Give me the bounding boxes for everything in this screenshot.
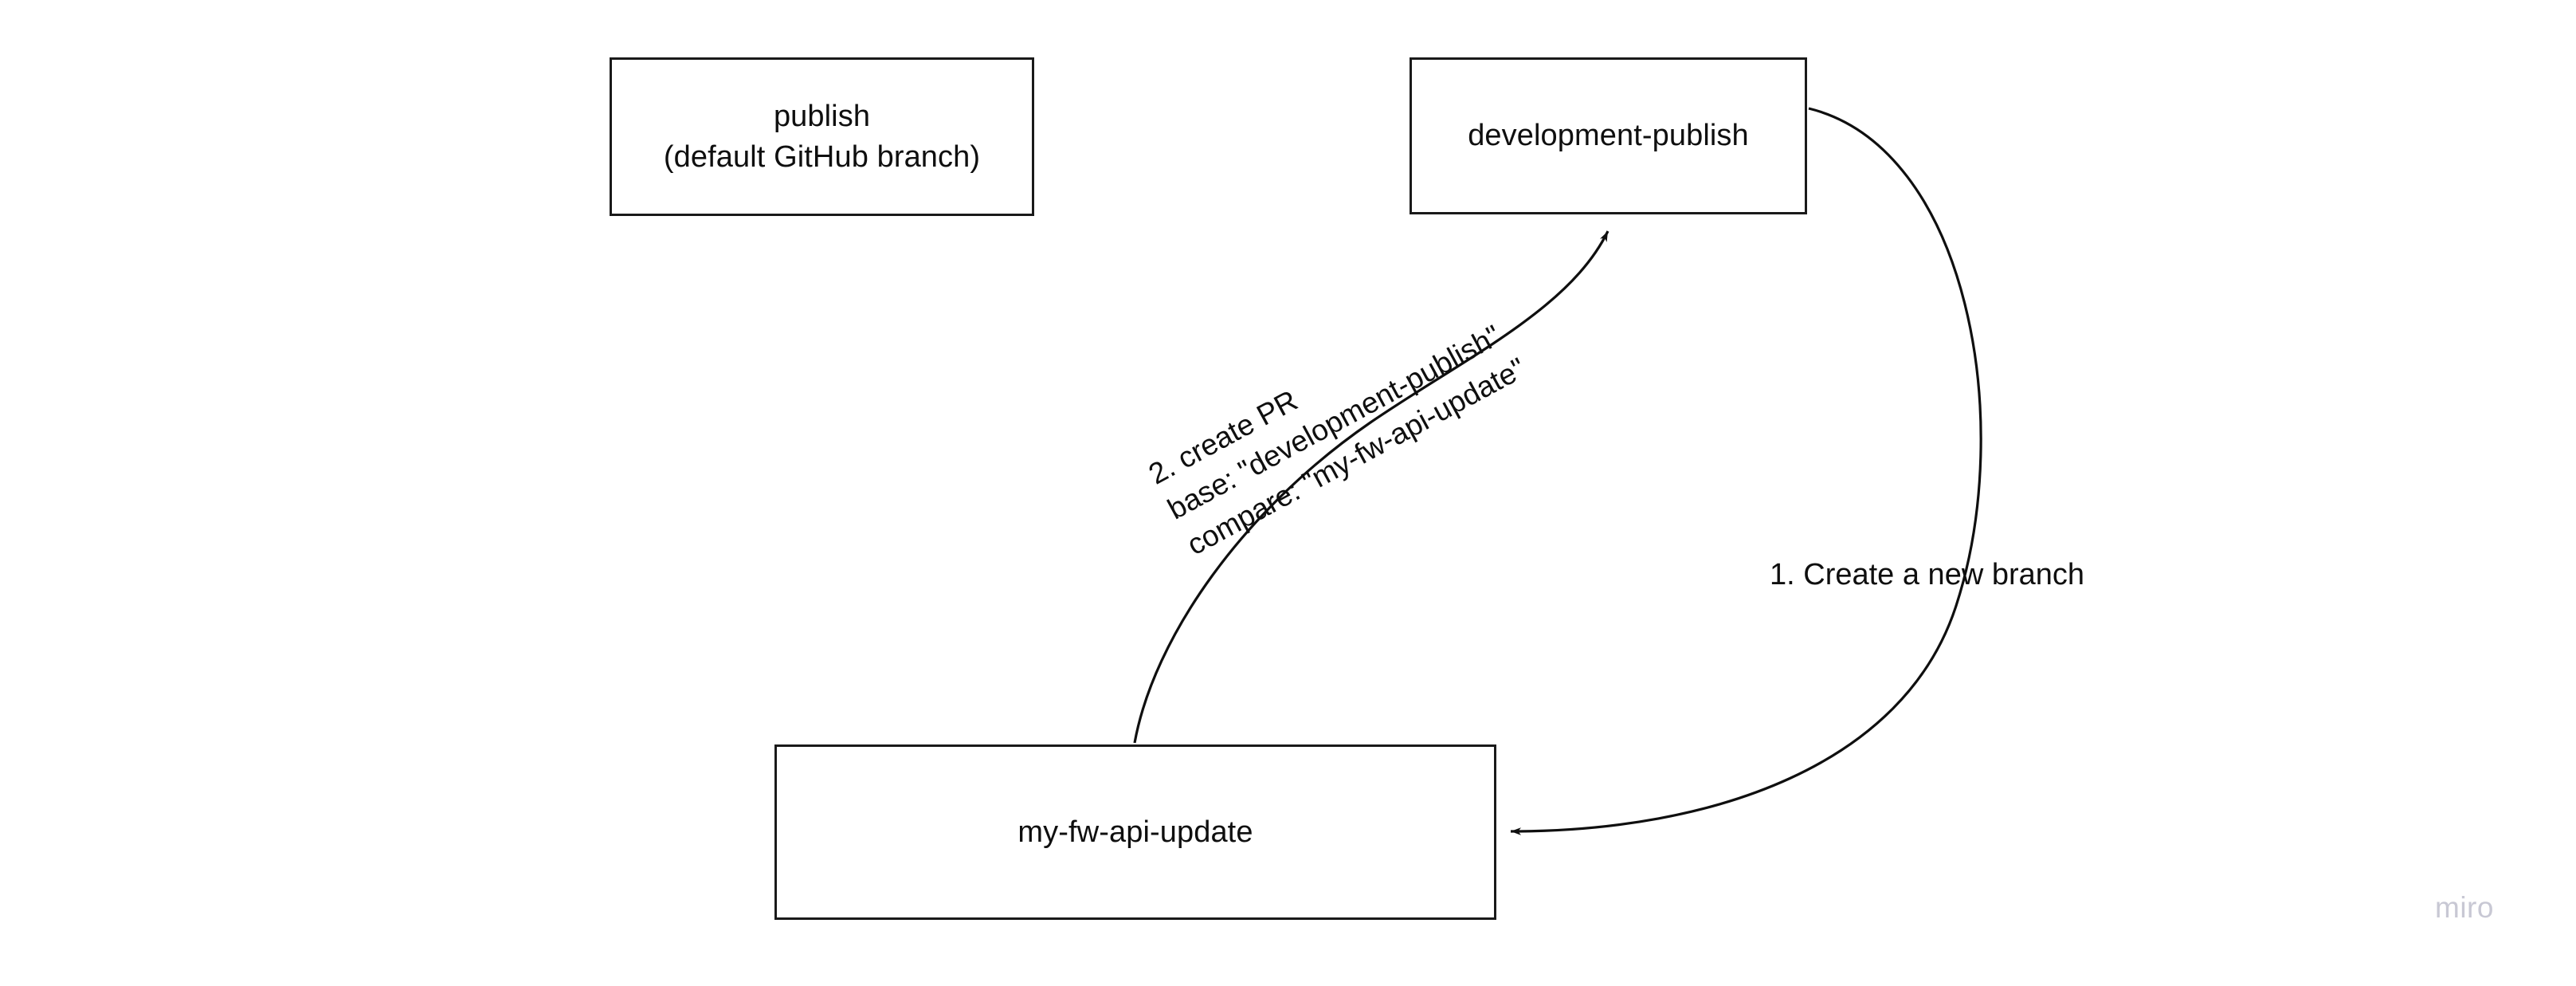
edge-create-branch-path [1510, 107, 1982, 835]
miro-watermark: miro [2435, 891, 2494, 924]
node-development-publish[interactable]: development-publish [1410, 57, 1807, 214]
node-publish[interactable]: publish (default GitHub branch) [610, 57, 1034, 216]
node-my-fw-api-update-label: my-fw-api-update [1017, 815, 1253, 849]
node-publish-label: publish (default GitHub branch) [663, 100, 981, 174]
edge-label-create-branch: 1. Create a new branch [1770, 558, 2085, 591]
edge-label-create-pr: 2. create PR base: "development-publish"… [1143, 319, 1531, 561]
node-my-fw-api-update[interactable]: my-fw-api-update [774, 744, 1496, 920]
node-development-publish-label: development-publish [1468, 119, 1749, 153]
